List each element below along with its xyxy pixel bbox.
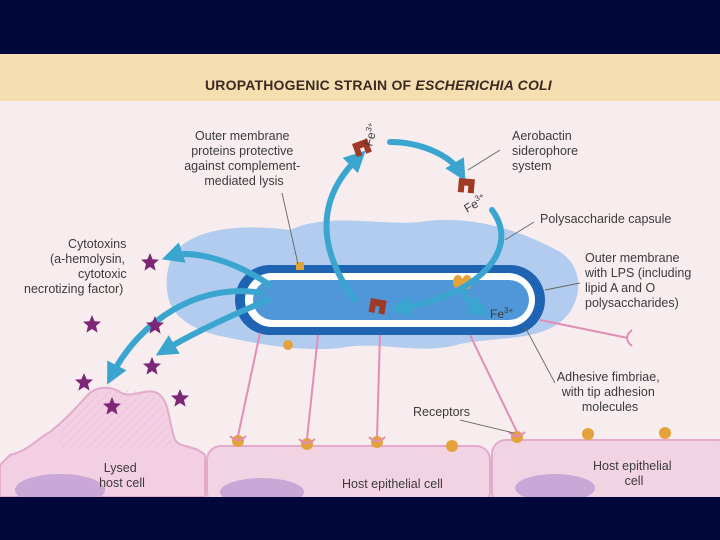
fimbria-tip <box>229 435 247 441</box>
leader-line <box>524 326 556 384</box>
label-receptors: Receptors <box>413 405 470 419</box>
title-bar <box>0 54 720 101</box>
arrow-iron-uptake <box>460 287 490 316</box>
receptor <box>446 440 458 452</box>
receptor <box>582 428 594 440</box>
leader-line <box>504 221 535 241</box>
leader-line <box>459 419 515 434</box>
leader-line <box>544 282 581 291</box>
svg-text:Fe3+: Fe3+ <box>360 121 381 148</box>
bacterium-cytoplasm <box>253 280 529 320</box>
fimbria <box>306 334 319 440</box>
figure-title-main: UROPATHOGENIC STRAIN OF <box>205 77 416 93</box>
toxin-star-icon <box>171 389 189 407</box>
iron-fe-right: Fe3+ <box>461 191 489 216</box>
leader-line <box>467 149 501 171</box>
diagram: Fe3+ Fe3+ Fe3+ <box>0 121 720 497</box>
arrows <box>107 139 505 385</box>
middle-cell-nucleus <box>220 478 304 497</box>
fimbria-tip <box>368 436 386 442</box>
toxin-star-icon <box>75 373 93 391</box>
label-polysaccharide-capsule: Polysaccharide capsule <box>540 212 671 226</box>
label-cytotoxins: Cytotoxins (a-hemolysin, cytotoxic necro… <box>24 237 130 296</box>
receptor <box>659 427 671 439</box>
fimbria-tip <box>508 431 526 437</box>
receptors-group <box>232 427 671 452</box>
toxin-star-icon <box>146 316 164 334</box>
leader-lines <box>281 149 581 434</box>
label-host-epithelial-cell-middle: Host epithelial cell <box>342 477 443 491</box>
arrow-toxin-export-mid <box>107 288 265 385</box>
label-outer-membrane-proteins: Outer membrane proteins protective again… <box>184 129 304 188</box>
aerobactin-siderophore-icon <box>457 178 475 194</box>
membrane-protein <box>283 340 293 350</box>
outer-membrane-protein <box>296 262 304 270</box>
lysed-cell-nucleus <box>15 474 105 497</box>
arrow-siderophore-release <box>323 150 366 303</box>
fimbria-tip <box>298 438 316 444</box>
arrow-siderophore-return <box>389 207 505 318</box>
label-outer-membrane-lps: Outer membrane with LPS (including lipid… <box>584 251 695 310</box>
label-host-epithelial-cell-right: Host epithelial cell <box>593 459 675 488</box>
arrow-toxin-export-top <box>161 242 273 288</box>
fimbria <box>469 334 518 433</box>
iron-fe-inside: Fe3+ <box>490 306 513 321</box>
cytotoxin-stars <box>75 253 189 415</box>
svg-text:Fe3+: Fe3+ <box>461 191 489 216</box>
svg-text:Fe3+: Fe3+ <box>490 306 513 321</box>
label-aerobactin: Aerobactin siderophore system <box>512 129 582 173</box>
fimbria <box>376 334 381 438</box>
slide-bottom-band <box>0 497 720 540</box>
figure-title: UROPATHOGENIC STRAIN OF ESCHERICHIA COLI <box>205 77 552 93</box>
aerobactin-siderophore-icon <box>368 298 387 315</box>
fimbria <box>539 319 629 339</box>
figure-panel: Fe3+ Fe3+ Fe3+ <box>0 54 720 497</box>
right-cell-nucleus <box>515 474 595 497</box>
label-adhesive-fimbriae: Adhesive fimbriae, with tip adhesion mol… <box>557 370 663 414</box>
toxin-star-icon <box>103 397 121 415</box>
toxin-star-icon <box>83 315 101 333</box>
iron-fe-top: Fe3+ <box>360 121 381 148</box>
host-cells <box>0 386 720 497</box>
toxin-star-icon <box>141 253 159 271</box>
lysed-cell-debris <box>60 389 175 448</box>
arrow-siderophore-capture <box>387 139 466 182</box>
adhesive-fimbriae <box>229 319 633 444</box>
fimbria <box>237 332 261 437</box>
figure-title-organism: ESCHERICHIA COLI <box>415 77 552 93</box>
arrow-toxin-export-bottom <box>155 297 271 356</box>
fimbria-tip <box>626 329 633 347</box>
leader-line <box>281 192 299 265</box>
toxin-star-icon <box>143 357 161 375</box>
label-lysed-host-cell: Lysed host cell <box>99 461 145 490</box>
slide-top-band <box>0 0 720 54</box>
